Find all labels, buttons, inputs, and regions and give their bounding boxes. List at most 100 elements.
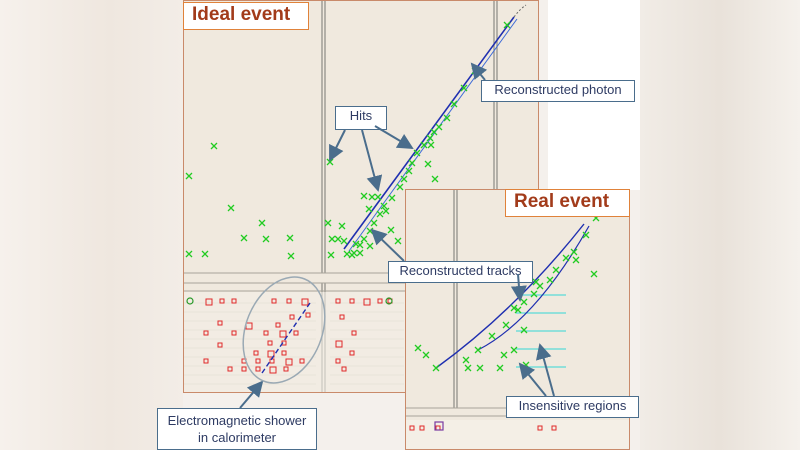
- hit-marker: [520, 298, 528, 306]
- hit-marker: [185, 250, 193, 258]
- calorimeter-cell: [335, 358, 341, 364]
- hit-marker: [570, 248, 578, 256]
- hit-marker: [503, 21, 511, 29]
- hit-marker: [394, 237, 402, 245]
- em-shower-label-line2: in calorimeter: [197, 430, 277, 445]
- hit-marker: [460, 84, 468, 92]
- hit-marker: [368, 193, 376, 201]
- calorimeter-cell: [434, 421, 444, 431]
- hit-marker: [422, 351, 430, 359]
- track-line: [343, 16, 515, 250]
- hit-marker: [430, 128, 438, 136]
- hit-marker: [546, 276, 554, 284]
- hit-marker: [510, 304, 518, 312]
- calorimeter-cell: [349, 350, 355, 356]
- calorimeter-cell: [203, 330, 209, 336]
- hit-marker: [431, 175, 439, 183]
- hits-real: [414, 214, 600, 372]
- hits-label: Hits: [335, 106, 387, 130]
- hit-marker: [474, 346, 482, 354]
- hit-marker: [532, 278, 540, 286]
- detector-structure-real: [406, 190, 629, 449]
- calorimeter-cell: [363, 298, 371, 306]
- hit-marker: [388, 194, 396, 202]
- hit-marker: [496, 364, 504, 372]
- hit-marker: [464, 364, 472, 372]
- hit-marker: [400, 175, 408, 183]
- hit-marker: [356, 249, 364, 257]
- calorimeter-cell: [537, 425, 543, 431]
- calorimeter-cell: [335, 298, 341, 304]
- calorimeter-marker: [186, 297, 194, 305]
- hit-marker: [376, 210, 384, 218]
- hit-marker: [356, 241, 364, 249]
- hit-marker: [420, 141, 428, 149]
- hit-marker: [262, 235, 270, 243]
- calorimeter-cell: [205, 298, 213, 306]
- hit-marker: [338, 222, 346, 230]
- hit-marker: [462, 356, 470, 364]
- calorimeter-cell: [409, 425, 415, 431]
- reconstructed-photon-label: Reconstructed photon: [481, 80, 635, 102]
- background-left: [0, 0, 183, 450]
- hit-marker: [562, 254, 570, 262]
- hit-marker: [572, 256, 580, 264]
- insensitive-regions-label: Insensitive regions: [506, 396, 639, 418]
- hit-marker: [240, 234, 248, 242]
- real-event-display: [406, 190, 629, 449]
- calorimeter-marker: [385, 297, 393, 305]
- hit-marker: [435, 123, 443, 131]
- hit-marker: [514, 306, 522, 314]
- hit-marker: [286, 234, 294, 242]
- hit-marker: [424, 160, 432, 168]
- calorimeter-region: [406, 420, 629, 449]
- photon-path: [513, 4, 527, 18]
- hit-marker: [348, 251, 356, 259]
- hit-marker: [488, 332, 496, 340]
- reconstructed-tracks-real: [435, 223, 590, 369]
- hit-marker: [432, 364, 440, 372]
- calorimeter-cell: [335, 340, 343, 348]
- reconstructed-tracks-label: Reconstructed tracks: [388, 261, 533, 283]
- background-right: [640, 0, 800, 450]
- calorimeter-cell: [419, 425, 425, 431]
- hit-marker: [328, 235, 336, 243]
- hit-marker: [414, 344, 422, 352]
- hit-marker: [227, 204, 235, 212]
- em-shower-label: Electromagnetic shower in calorimeter: [157, 408, 317, 450]
- calorimeter-cell: [219, 298, 225, 304]
- calorimeter-cell: [203, 358, 209, 364]
- hit-marker: [258, 219, 266, 227]
- hit-marker: [552, 266, 560, 274]
- hit-marker: [370, 219, 378, 227]
- hit-marker: [185, 172, 193, 180]
- hit-marker: [476, 364, 484, 372]
- hit-marker: [374, 193, 382, 201]
- hit-marker: [382, 207, 390, 215]
- calorimeter-cell: [377, 298, 383, 304]
- calorimeter-cell: [339, 314, 345, 320]
- hit-marker: [450, 100, 458, 108]
- hit-marker: [413, 149, 421, 157]
- ideal-event-title: Ideal event: [183, 2, 309, 30]
- hit-marker: [530, 290, 538, 298]
- hit-marker: [340, 237, 348, 245]
- hit-marker: [365, 205, 373, 213]
- hit-marker: [366, 227, 374, 235]
- hit-marker: [502, 321, 510, 329]
- calorimeter-cell: [217, 320, 223, 326]
- calorimeter-cell: [351, 330, 357, 336]
- hit-marker: [396, 183, 404, 191]
- hit-marker: [443, 114, 451, 122]
- track-line: [477, 225, 590, 351]
- hit-marker: [334, 235, 342, 243]
- hit-marker: [426, 134, 434, 142]
- hit-marker: [590, 270, 598, 278]
- calorimeter-cell: [551, 425, 557, 431]
- hit-marker: [210, 142, 218, 150]
- hit-marker: [201, 250, 209, 258]
- real-event-title: Real event: [505, 189, 630, 217]
- hit-marker: [520, 326, 528, 334]
- hit-marker: [582, 231, 590, 239]
- hit-marker: [360, 235, 368, 243]
